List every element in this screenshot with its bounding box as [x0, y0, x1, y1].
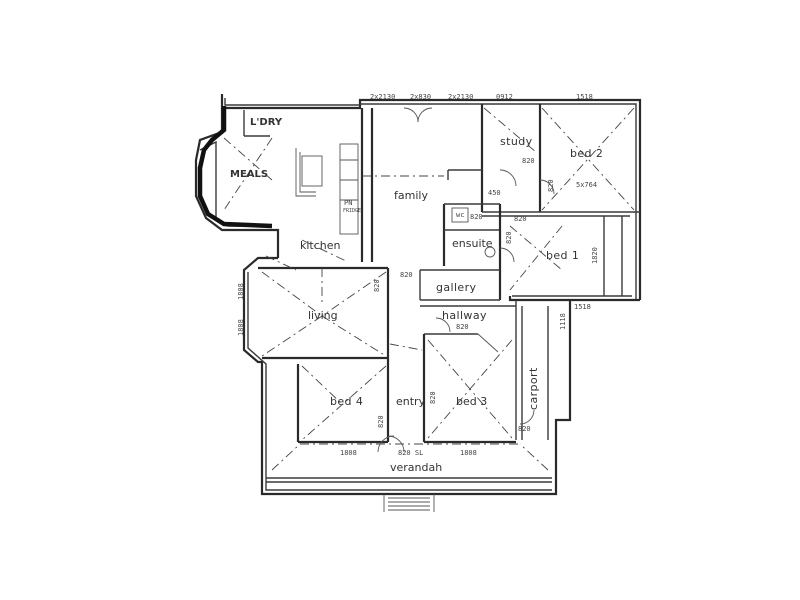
dimension-bed1-side: 1820: [591, 247, 599, 264]
room-label-entry: entry: [396, 395, 426, 408]
room-label-bed1: bed 1: [546, 249, 580, 262]
interior-walls: [243, 104, 640, 444]
room-label-carport: carport: [527, 367, 540, 410]
room-label-gallery: gallery: [436, 281, 477, 294]
room-label-bed3: bed 3: [456, 395, 488, 408]
room-label-hallway: hallway: [442, 309, 487, 322]
dimension-top-5: 1518: [576, 93, 593, 101]
outer-walls: [194, 94, 642, 512]
room-label-wc: wc: [456, 211, 465, 219]
room-label-living: living: [308, 309, 338, 322]
room-label-meals: MEALS: [230, 169, 269, 180]
dimension-top-3: 2x2130: [448, 93, 474, 101]
dimension-verandah-right: 1808: [460, 449, 477, 457]
dimension-verandah-left: 1808: [340, 449, 357, 457]
dimension-wc-side: 820: [514, 215, 527, 223]
dimension-family-door: 450: [488, 189, 501, 197]
dimension-ensuite-door: 820: [505, 231, 513, 244]
room-label-verandah: verandah: [390, 461, 443, 474]
dimension-hall-door: 820: [547, 179, 555, 192]
room-label-kitchen: kitchen: [300, 239, 341, 252]
room-label-bed4: bed 4: [330, 395, 364, 408]
dimension-top-1: 2x2130: [370, 93, 396, 101]
roof-lines: [223, 107, 635, 471]
dimension-living-door: 820: [373, 279, 381, 292]
fixture-label-pantry: PN: [344, 199, 353, 207]
door-swings: [377, 107, 555, 453]
dimension-verandah-mid: 820 SL: [398, 449, 424, 457]
dimension-right-side-2: 1118: [559, 313, 567, 330]
dimension-gallery-door: 820: [400, 271, 413, 279]
dimension-top-4: 0912: [496, 93, 513, 101]
dimension-study-door: 820: [522, 157, 535, 165]
dimension-carport-door: 820: [518, 425, 531, 433]
dimension-bed3-door: 820: [429, 391, 437, 404]
room-label-lry: L'DRY: [250, 117, 283, 128]
dimension-living-left-2: 1808: [237, 319, 245, 336]
dimension-wc-door: 820: [470, 213, 483, 221]
room-label-study: study: [500, 135, 533, 148]
dimension-top-2: 2x830: [410, 93, 432, 101]
dimension-hallway-door: 820: [456, 323, 469, 331]
fixture-label-fridge: FRIDGE: [343, 208, 362, 214]
dimension-living-left-1: 1808: [237, 283, 245, 300]
room-label-family: family: [394, 189, 428, 202]
room-label-bed2: bed 2: [570, 147, 604, 160]
dimension-right-side-1: 1518: [574, 303, 591, 311]
room-label-ensuite: ensuite: [452, 237, 493, 250]
dimension-bed2-size: 5x764: [576, 181, 598, 189]
dimension-bed4-door: 820: [377, 415, 385, 428]
